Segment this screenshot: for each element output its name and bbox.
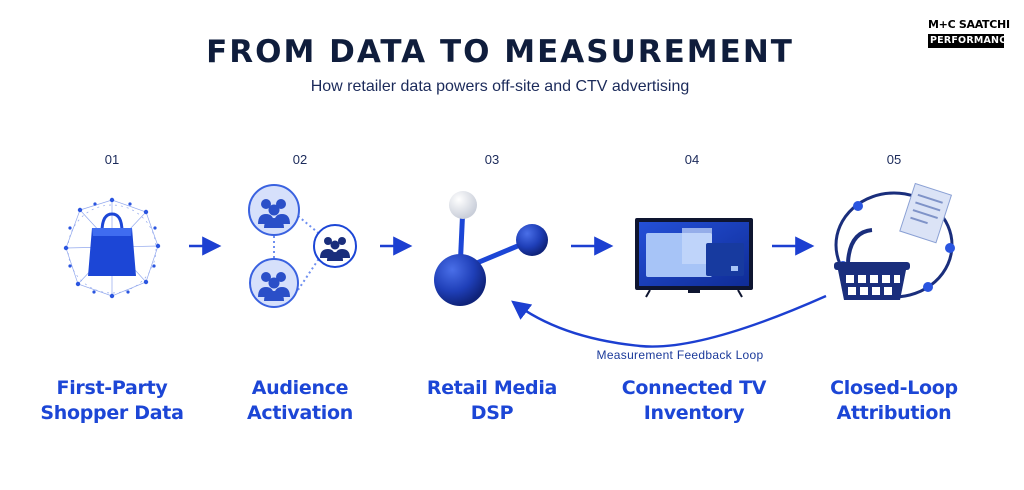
step-label-03: Retail Media DSP bbox=[426, 377, 558, 424]
step-number-02: 02 bbox=[292, 152, 308, 167]
feedback-loop-label: Measurement Feedback Loop bbox=[596, 348, 764, 362]
brand-logo: M+C SAATCHI PERFORMANCE bbox=[928, 18, 1014, 48]
step-label-01: First-Party Shopper Data bbox=[40, 377, 184, 424]
step-label-02: Audience Activation bbox=[247, 377, 353, 424]
basket-receipt-icon bbox=[834, 182, 955, 300]
molecule-nodes-icon bbox=[434, 191, 548, 306]
step-label-04: Connected TV Inventory bbox=[621, 377, 767, 424]
step-number-04: 04 bbox=[684, 152, 700, 167]
step-number-05: 05 bbox=[886, 152, 902, 167]
audience-groups-icon bbox=[248, 184, 357, 308]
step-number-03: 03 bbox=[484, 152, 500, 167]
page-title: FROM DATA TO MEASUREMENT bbox=[206, 34, 794, 70]
shopping-bag-icon bbox=[63, 197, 161, 299]
feedback-loop-arrow bbox=[511, 294, 827, 348]
tv-icon bbox=[635, 218, 753, 298]
step-label-05: Closed-Loop Attribution bbox=[830, 377, 958, 424]
page-subtitle: How retailer data powers off-site and CT… bbox=[310, 78, 690, 95]
brand-logo-line2: PERFORMANCE bbox=[928, 34, 1014, 48]
brand-logo-line1: M+C SAATCHI bbox=[928, 18, 1010, 31]
step-number-01: 01 bbox=[104, 152, 120, 167]
